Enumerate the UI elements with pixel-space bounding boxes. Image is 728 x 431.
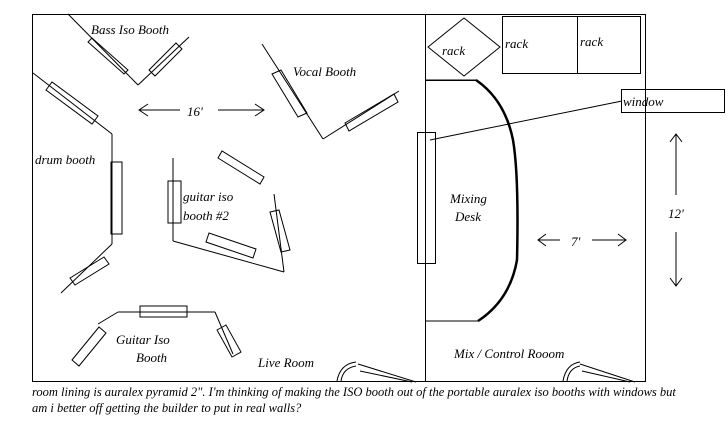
window — [417, 132, 436, 264]
dimension-16-arrow — [138, 103, 265, 117]
guitar-iso-booth-2-label-line2: booth #2 — [183, 208, 229, 223]
dimension-12-arrow — [669, 133, 683, 287]
mixing-desk-label-line2: Desk — [454, 209, 481, 224]
window-label: window — [623, 94, 664, 109]
guitar-iso-booth — [71, 305, 242, 367]
bass-iso-booth — [67, 13, 190, 86]
guitar-iso-booth-2-label-line1: guitar iso — [183, 189, 234, 204]
vocal-booth-label: Vocal Booth — [293, 64, 356, 79]
mix-control-room-label: Mix / Control Rooom — [453, 346, 564, 361]
bass-iso-booth-label: Bass Iso Booth — [91, 22, 169, 37]
outer-wall — [32, 14, 646, 382]
guitar-iso-booth-2 — [167, 150, 291, 273]
drum-booth — [32, 72, 123, 294]
distance-7-label: 7' — [571, 234, 581, 249]
guitar-iso-booth-label-line2: Booth — [136, 350, 167, 365]
rack-box — [502, 16, 641, 74]
live-room-label: Live Room — [257, 355, 314, 370]
drum-booth-label: drum booth — [35, 152, 95, 167]
distance-12-label: 12' — [668, 206, 684, 221]
live-room-door — [336, 361, 417, 383]
control-room-door — [562, 361, 636, 383]
distance-16-label: 16' — [187, 104, 203, 119]
dimension-7-arrow — [537, 233, 627, 247]
caption-text: room lining is auralex pyramid 2". I'm t… — [32, 385, 676, 415]
guitar-iso-booth-label-line1: Guitar Iso — [116, 332, 170, 347]
rack-diamond — [427, 17, 501, 77]
window-pointer-line — [429, 100, 623, 141]
mixing-desk-label-line1: Mixing — [449, 191, 487, 206]
vocal-booth — [261, 43, 400, 140]
rack-3-label: rack — [580, 34, 603, 49]
rack-diamond-label: rack — [442, 43, 465, 58]
rack-2-label: rack — [505, 36, 528, 51]
